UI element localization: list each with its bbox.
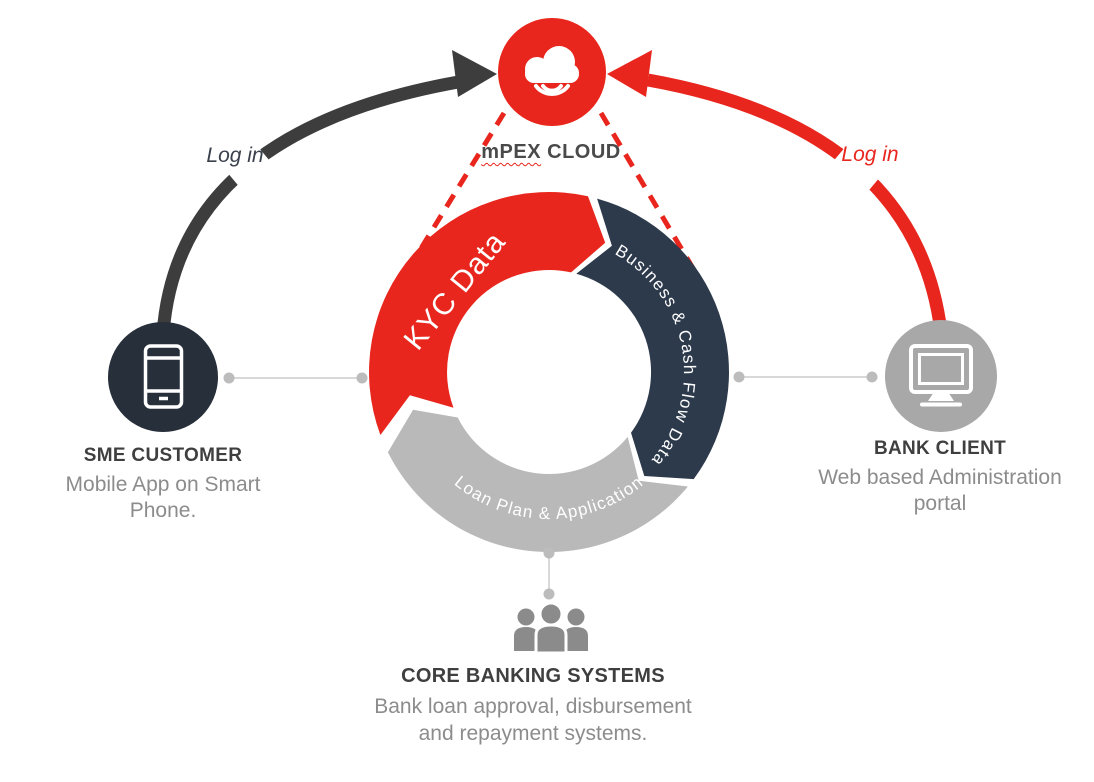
ring-segment-loan-plan xyxy=(387,409,688,553)
core-node-label: CORE BANKING SYSTEMS Bank loan approval,… xyxy=(363,665,703,747)
monitor-icon xyxy=(909,344,973,407)
sme-login-label: Log in xyxy=(206,144,264,167)
ring-segment-kyc-data xyxy=(369,192,606,435)
sme-node-label: SME CUSTOMER Mobile App on Smart Phone. xyxy=(33,445,293,524)
arrow-label-gaps xyxy=(205,108,913,212)
bank-login-label: Log in xyxy=(841,143,899,166)
bank-description: Web based Administration portal xyxy=(818,466,1062,515)
cloud-title: mPEX CLOUD xyxy=(411,141,691,164)
cloud-title-suffix: CLOUD xyxy=(547,141,621,163)
connector-dots xyxy=(223,371,878,600)
smartphone-icon xyxy=(143,344,184,409)
cloud-title-brand: mPEX xyxy=(481,141,542,163)
bank-title: BANK CLIENT xyxy=(873,438,1007,459)
core-description: Bank loan approval, disbursement and rep… xyxy=(374,695,692,745)
bank-node-label: BANK CLIENT Web based Administration por… xyxy=(785,438,1094,517)
cloud-icon xyxy=(525,46,579,96)
sme-description: Mobile App on Smart Phone. xyxy=(65,473,261,522)
bank-node-circle xyxy=(885,320,997,432)
connector-lines xyxy=(229,376,872,594)
ring-segment-business-cash-flow xyxy=(576,198,729,480)
sme-to-cloud-arrowhead-icon xyxy=(452,50,497,97)
sme-title: SME CUSTOMER xyxy=(83,445,243,466)
sme-node-circle xyxy=(108,322,218,432)
people-icon xyxy=(514,601,588,655)
bank-to-cloud-arrowhead-icon xyxy=(607,50,652,97)
core-title: CORE BANKING SYSTEMS xyxy=(401,665,665,687)
